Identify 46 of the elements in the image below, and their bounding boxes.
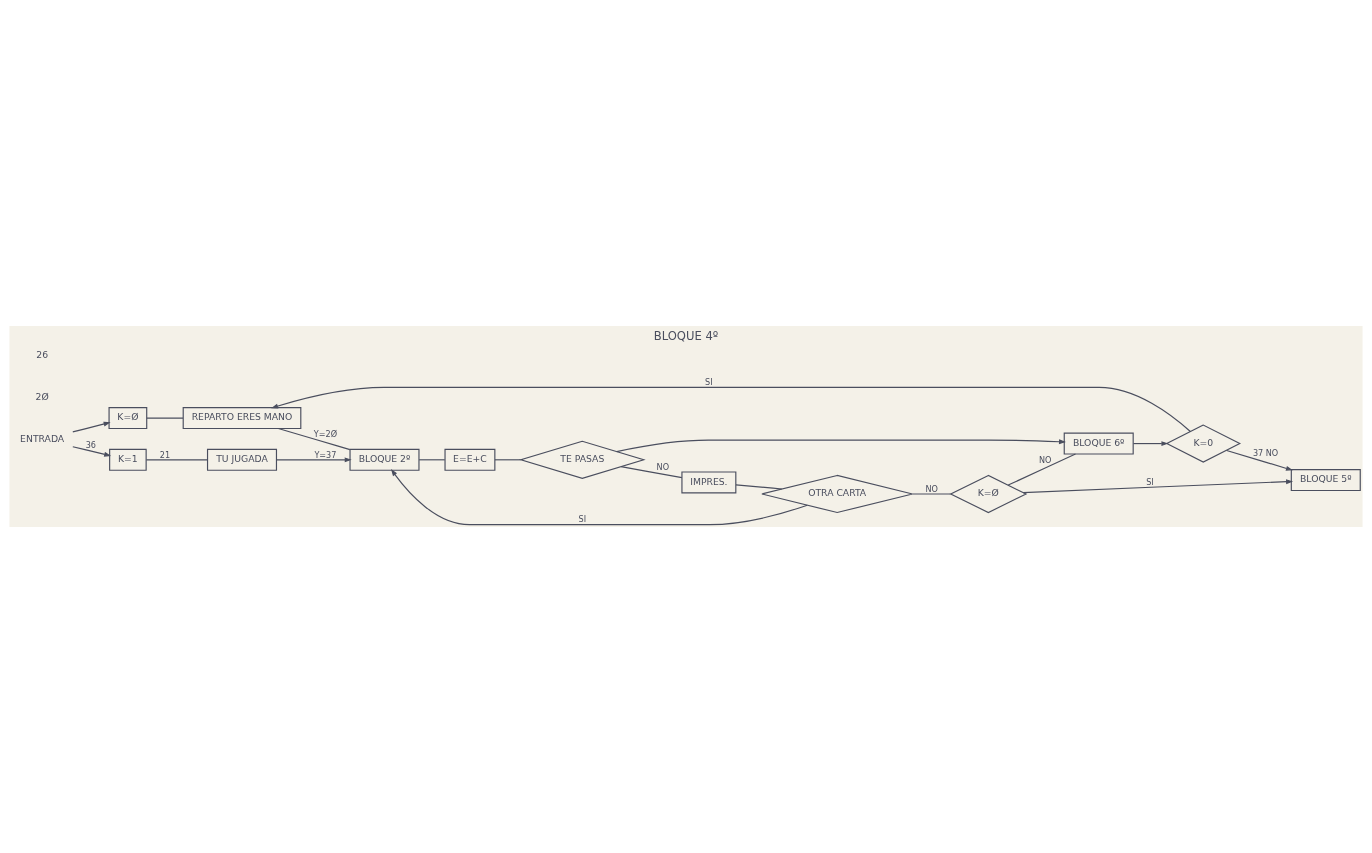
arrow [1132, 441, 1169, 447]
connector [911, 493, 952, 495]
edge-label: SI [1146, 476, 1154, 487]
node-box: BLOQUE 2º [349, 448, 420, 471]
connector [1007, 453, 1077, 486]
node-diamond: TE PASAS [518, 440, 646, 479]
node-box: BLOQUE 5º [1290, 469, 1361, 492]
edge-label: Y=37 [314, 449, 337, 460]
node-box: IMPRES. [681, 471, 737, 494]
node-box: TU JUGADA [206, 448, 278, 471]
arrow [1022, 479, 1294, 494]
connector [418, 459, 446, 461]
node-diamond: K=Ø [949, 474, 1028, 514]
edge-label: 36 [85, 440, 96, 451]
edge-label: Y=2Ø [313, 429, 338, 440]
edge-label: SI [578, 514, 587, 525]
node-diamond: K=0 [1165, 424, 1242, 463]
edge-label: 37 NO [1252, 448, 1279, 459]
node-box: REPARTO ERES MANO [182, 407, 302, 430]
arrow [616, 439, 1066, 453]
connector [620, 466, 683, 479]
connector [277, 428, 351, 451]
connector [146, 417, 184, 419]
edge-label: SI [705, 377, 713, 388]
arrow [72, 421, 111, 433]
arrow [276, 457, 352, 463]
label: 26 [36, 349, 49, 361]
arrow [391, 469, 808, 526]
node-box: K=1 [109, 448, 147, 471]
arrow [72, 446, 112, 457]
edge-label: NO [925, 483, 938, 494]
arrow [1226, 449, 1293, 471]
connector [735, 484, 783, 490]
edge-label: NO [1038, 455, 1052, 466]
arrow [271, 386, 1191, 433]
node-diamond: OTRA CARTA [761, 474, 914, 514]
edge-label: NO [656, 462, 670, 473]
node-box: K=Ø [108, 407, 148, 430]
label: 2Ø [35, 391, 49, 403]
connector [494, 459, 522, 461]
node-text: ENTRADA [20, 432, 65, 444]
edge-label: 21 [159, 449, 171, 460]
node-box: BLOQUE 6º [1063, 432, 1134, 455]
diagram-title: BLOQUE 4º [653, 328, 719, 343]
node-box: E=E+C [444, 448, 496, 471]
connector [145, 459, 209, 461]
